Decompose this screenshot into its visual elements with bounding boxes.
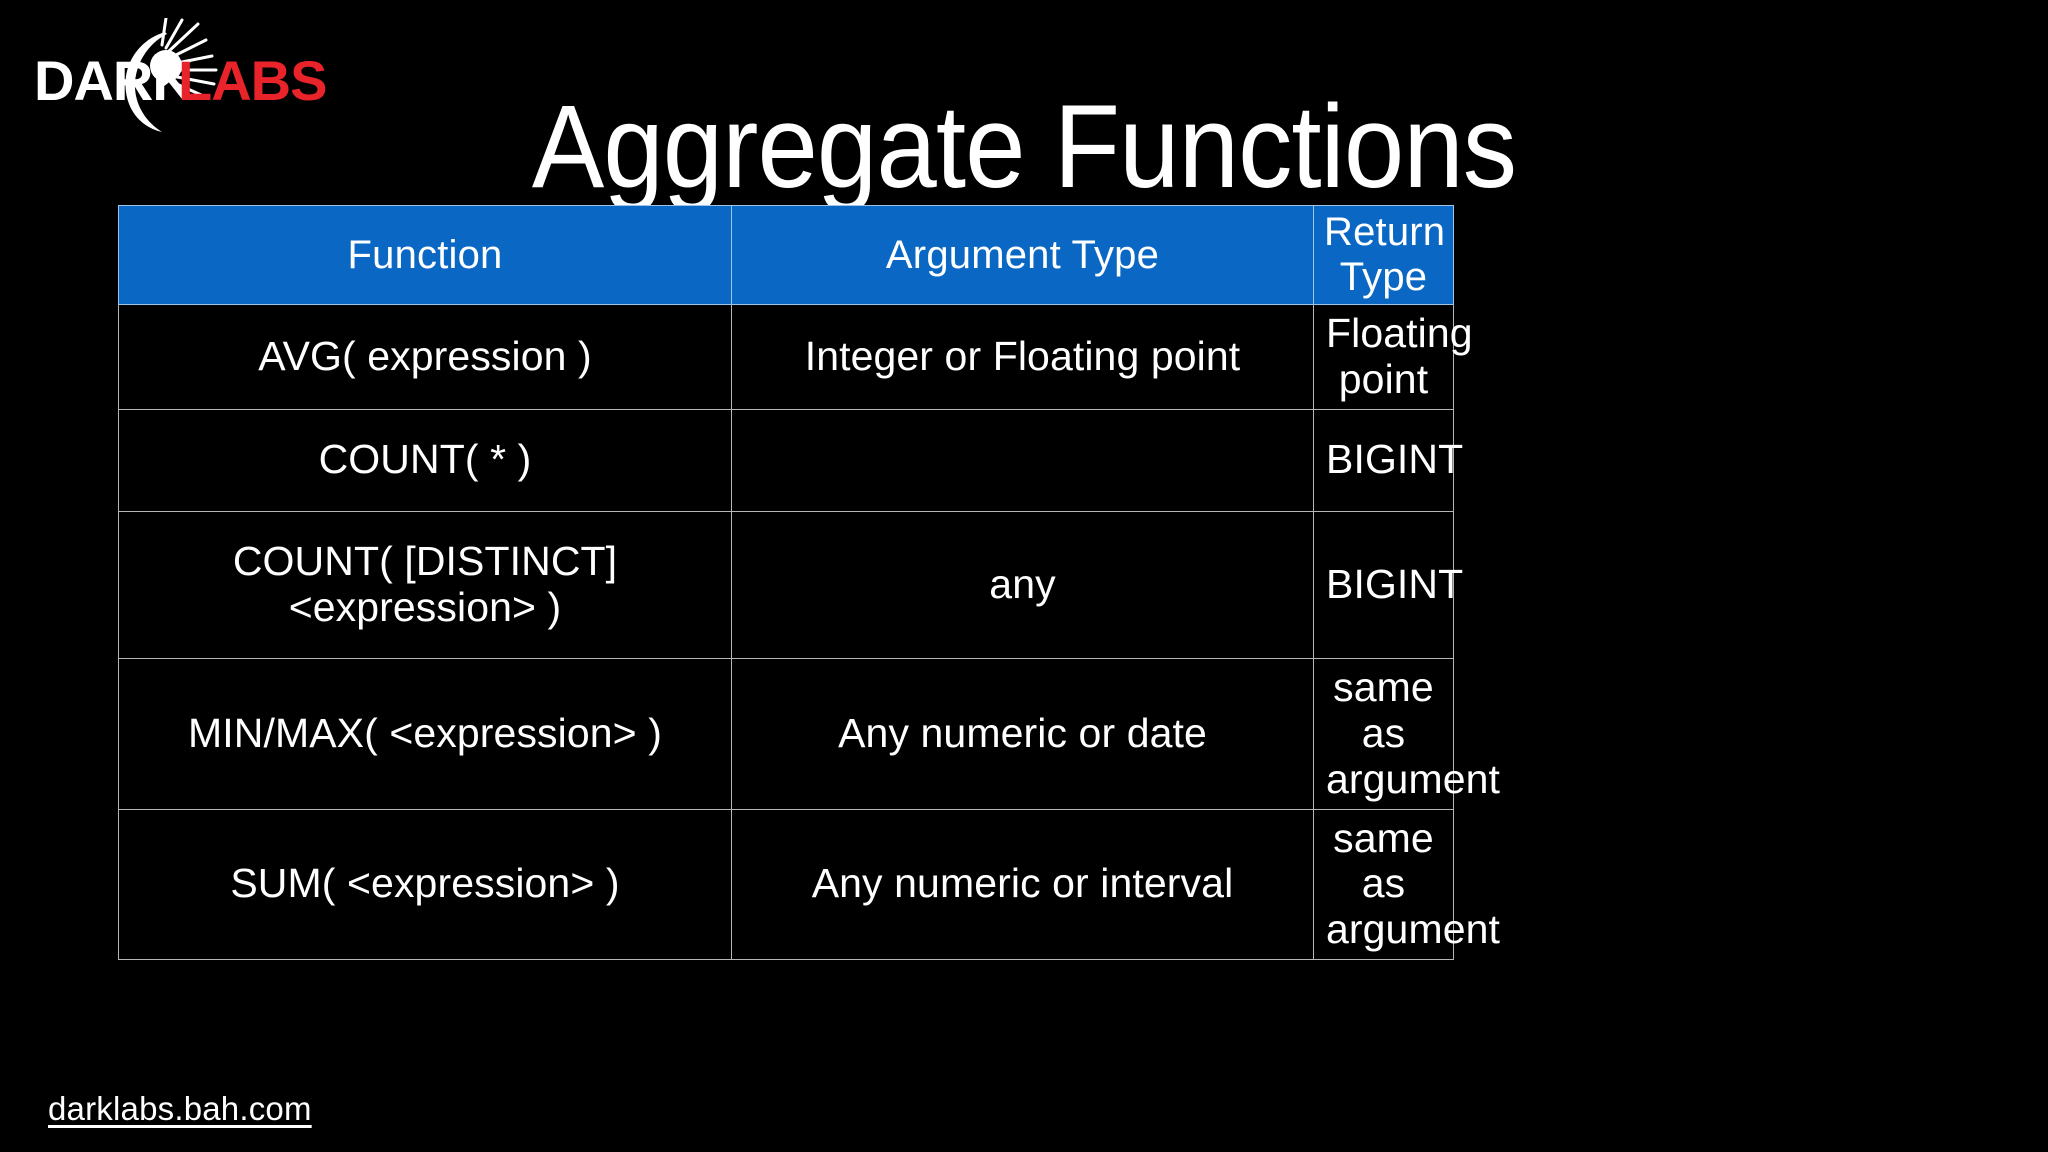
table-row: AVG( expression ) Integer or Floating po… <box>118 304 1473 410</box>
cell-return-type: same as argument <box>1313 657 1500 810</box>
cell-function: AVG( expression ) <box>118 304 732 410</box>
darklabs-logo: DARK LABS <box>30 18 370 138</box>
table-row: COUNT( * ) BIGINT <box>118 408 1463 512</box>
cell-return-type: BIGINT <box>1313 408 1463 512</box>
table-row: COUNT( [DISTINCT] <expression> ) any BIG… <box>118 510 1463 659</box>
cell-argument-type: Any numeric or date <box>731 657 1314 810</box>
page-title: Aggregate Functions <box>531 81 1517 213</box>
cell-argument-type: Integer or Floating point <box>731 304 1314 410</box>
column-header-return-type: Return Type <box>1313 205 1454 305</box>
cell-function-line-1: COUNT( [DISTINCT] <box>232 537 618 584</box>
cell-return-type: Floating point <box>1313 304 1473 410</box>
logo-word-dark: DARK <box>34 49 192 112</box>
cell-function: COUNT( [DISTINCT] <expression> ) <box>118 510 732 659</box>
cell-function: SUM( <expression> ) <box>118 808 732 961</box>
cell-return-type: BIGINT <box>1313 510 1463 659</box>
logo-word-labs: LABS <box>178 49 326 112</box>
table-header-row: Function Argument Type Return Type <box>118 205 1454 305</box>
cell-function: MIN/MAX( <expression> ) <box>118 657 732 810</box>
table-row: SUM( <expression> ) Any numeric or inter… <box>118 808 1500 961</box>
cell-function-line-2: <expression> ) <box>288 583 562 630</box>
cell-return-type: same as argument <box>1313 808 1500 961</box>
darklabs-logo-icon: DARK LABS <box>34 18 327 132</box>
cell-argument-type: Any numeric or interval <box>731 808 1314 961</box>
cell-argument-type <box>731 408 1314 512</box>
cell-argument-type: any <box>731 510 1314 659</box>
table-row: MIN/MAX( <expression> ) Any numeric or d… <box>118 657 1500 810</box>
column-header-argument-type: Argument Type <box>731 205 1314 305</box>
column-header-function: Function <box>118 205 732 305</box>
footer-website-link[interactable]: darklabs.bah.com <box>48 1090 312 1127</box>
aggregate-functions-table: Function Argument Type Return Type AVG( … <box>118 205 1500 961</box>
aggregate-functions-table-wrapper: Function Argument Type Return Type AVG( … <box>118 205 1500 961</box>
cell-function: COUNT( * ) <box>118 408 732 512</box>
